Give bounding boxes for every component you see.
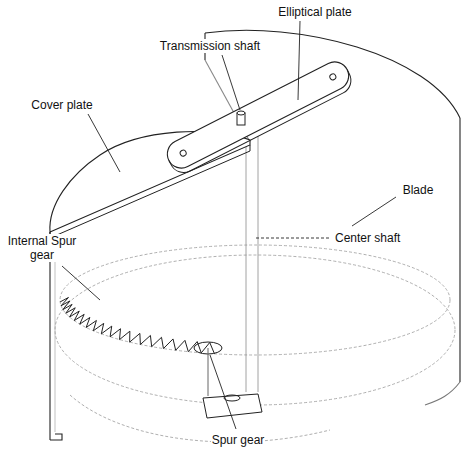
gear-tooth — [66, 308, 75, 317]
gear-tooth — [188, 342, 201, 353]
gear-tooth — [93, 323, 103, 333]
part-label: Spur gear — [211, 433, 266, 447]
hidden-lines — [55, 245, 455, 442]
gear-tooth — [120, 331, 130, 342]
gear-teeth — [60, 297, 214, 353]
elliptical-plate — [163, 57, 356, 177]
gear-tooth — [101, 326, 111, 337]
spur-gear — [194, 342, 222, 396]
gear-tooth — [201, 343, 214, 354]
transmission-shaft — [237, 111, 245, 125]
part-label: Cover plate — [30, 98, 93, 112]
gear-tooth — [152, 337, 164, 348]
gear-tooth — [176, 340, 189, 351]
left-blade — [50, 232, 62, 440]
leader-lines — [62, 21, 396, 429]
part-label: Center shaft — [334, 231, 401, 245]
cover-plate-edge — [50, 145, 250, 238]
center-shaft — [246, 136, 258, 392]
part-label: Transmission shaft — [159, 39, 261, 53]
gear-tooth — [140, 335, 151, 346]
part-label: Internal Spur gear — [5, 234, 79, 262]
gear-tooth — [110, 329, 120, 340]
part-label: Blade — [402, 183, 435, 197]
base-bracket — [203, 394, 262, 418]
gear-tooth — [163, 339, 175, 350]
part-label: Elliptical plate — [277, 5, 352, 19]
gear-tooth — [70, 311, 80, 321]
gear-tooth — [130, 333, 141, 344]
